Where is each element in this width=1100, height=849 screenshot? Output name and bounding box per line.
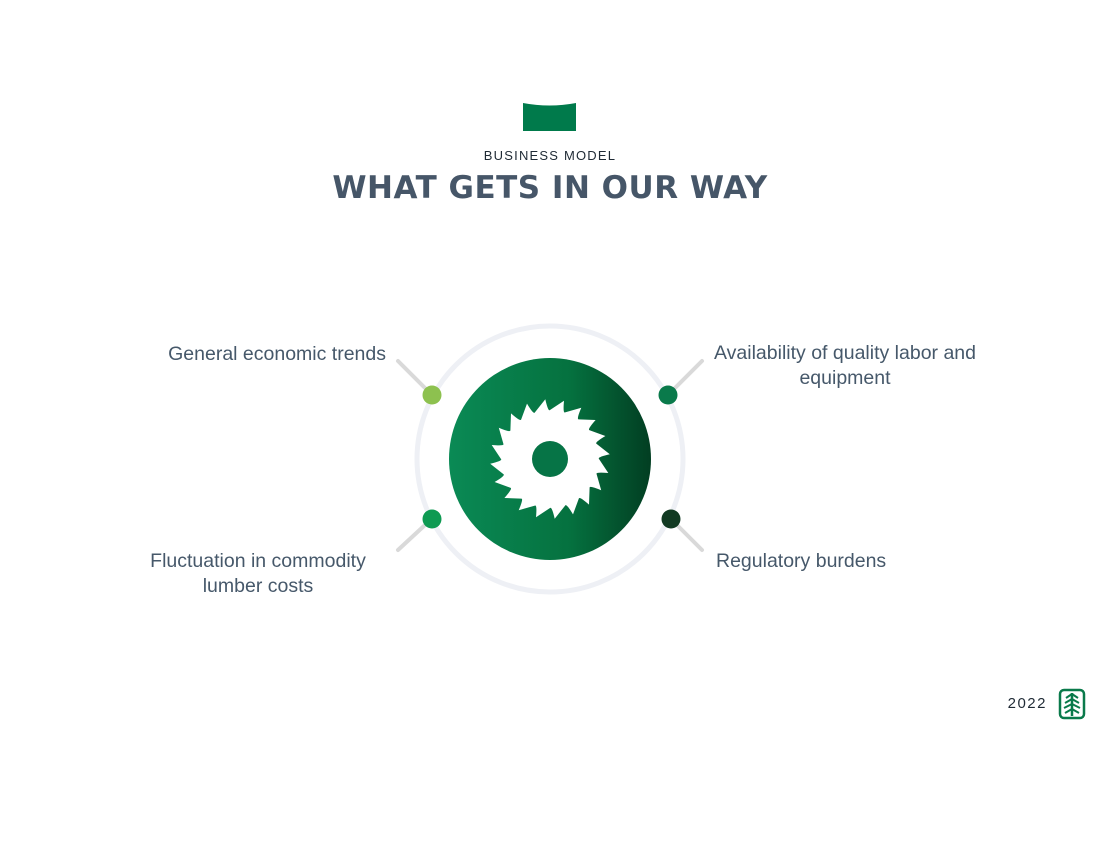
label-regulatory-burdens: Regulatory burdens <box>716 550 887 572</box>
connector-top-right <box>673 359 704 390</box>
dot-regulatory-burdens <box>661 509 681 529</box>
dot-fluctuation-lumber <box>422 509 442 529</box>
label-fluctuation-lumber: Fluctuation in commodity lumber costs <box>150 550 366 597</box>
tree-logo-icon <box>1058 688 1086 720</box>
label-general-economic-trends: General economic trends <box>168 343 386 365</box>
page-title: WHAT GETS IN OUR WAY <box>332 170 768 206</box>
circular-saw-blade-icon <box>490 399 610 519</box>
footer-year: 2022 <box>1007 695 1047 712</box>
label-availability-labor: Availability of quality labor and equipm… <box>714 342 976 389</box>
outer-ring <box>414 323 686 595</box>
dot-general-economic-trends <box>422 385 442 405</box>
connector-bottom-left <box>396 523 427 552</box>
connector-bottom-right <box>675 523 704 552</box>
eyebrow-label: BUSINESS MODEL <box>483 148 617 163</box>
banner-icon <box>523 103 576 131</box>
dot-availability-labor <box>658 385 678 405</box>
connector-top-left <box>396 359 427 390</box>
